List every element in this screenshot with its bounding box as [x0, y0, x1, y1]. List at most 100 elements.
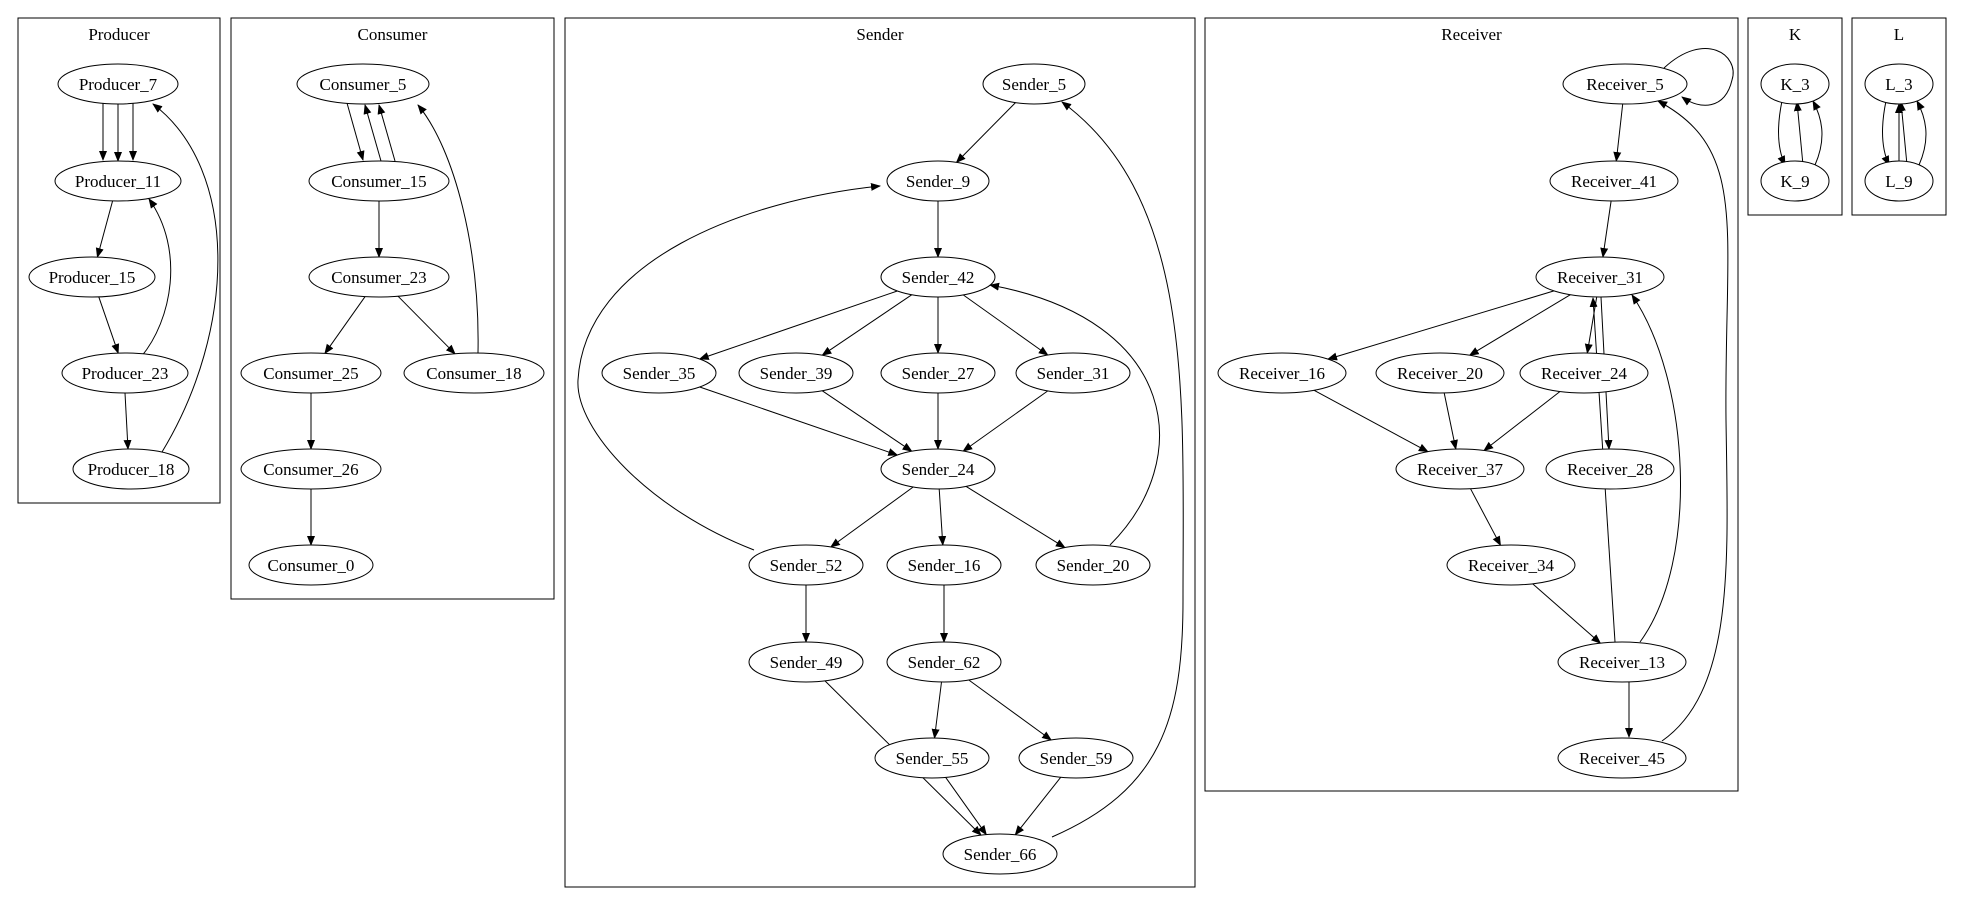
edge-r34-to-r13	[1532, 583, 1602, 644]
node-s59: Sender_59	[1018, 737, 1134, 779]
cluster-label-k: K	[1789, 25, 1802, 44]
node-c26: Consumer_26	[240, 448, 382, 490]
cluster-k: K	[1747, 17, 1843, 216]
node-p11: Producer_11	[54, 160, 182, 202]
cluster-box-producer	[17, 17, 221, 504]
node-ellipse-r37	[1395, 448, 1525, 490]
node-ellipse-r31	[1535, 256, 1665, 298]
node-ellipse-c25	[240, 352, 382, 394]
node-p7: Producer_7	[57, 63, 179, 105]
node-r20: Receiver_20	[1375, 352, 1505, 394]
node-label-s35: Sender_35	[623, 364, 696, 383]
node-ellipse-s55	[874, 737, 990, 779]
edge-r28-to-r13	[1631, 294, 1681, 643]
edge-s24-to-s20	[965, 485, 1066, 549]
node-c15: Consumer_15	[308, 160, 450, 202]
node-label-s66: Sender_66	[964, 845, 1037, 864]
node-ellipse-p11	[54, 160, 182, 202]
node-c25: Consumer_25	[240, 352, 382, 394]
node-ellipse-c26	[240, 448, 382, 490]
node-s66: Sender_66	[942, 833, 1058, 875]
edge-s59-to-s66	[1014, 776, 1062, 836]
node-s49: Sender_49	[748, 641, 864, 683]
edge-c15-to-c5	[377, 104, 396, 162]
node-label-r16: Receiver_16	[1239, 364, 1325, 383]
edge-c5-to-c15	[346, 102, 365, 161]
edge-r37-to-r34	[1470, 488, 1501, 547]
node-ellipse-k9	[1760, 160, 1830, 202]
node-s16: Sender_16	[886, 544, 1002, 586]
edge-s42-to-s35	[698, 290, 898, 360]
node-ellipse-p15	[28, 256, 156, 298]
node-s39: Sender_39	[738, 352, 854, 394]
cluster-receiver: Receiver	[1204, 17, 1739, 792]
cluster-sender: Sender	[564, 17, 1196, 888]
node-ellipse-r16	[1217, 352, 1347, 394]
node-ellipse-s52	[748, 544, 864, 586]
edge-s5-to-s9	[955, 102, 1016, 164]
node-label-s31: Sender_31	[1037, 364, 1110, 383]
node-ellipse-r34	[1446, 544, 1576, 586]
edge-s35-to-s24	[699, 386, 899, 456]
edge-r45-to-r5	[1777, 100, 1786, 166]
cluster-box-sender	[564, 17, 1196, 888]
node-label-s24: Sender_24	[902, 460, 975, 479]
node-ellipse-c18	[403, 352, 545, 394]
node-label-s49: Sender_49	[770, 653, 843, 672]
node-ellipse-l3	[1864, 63, 1934, 105]
edge-p23-to-p18	[123, 392, 132, 450]
node-label-c25: Consumer_25	[263, 364, 358, 383]
cluster-label-l: L	[1894, 25, 1904, 44]
node-ellipse-l9	[1864, 160, 1934, 202]
node-ellipse-p7	[57, 63, 179, 105]
cluster-label-receiver: Receiver	[1441, 25, 1502, 44]
node-label-p18: Producer_18	[88, 460, 175, 479]
node-label-p23: Producer_23	[82, 364, 169, 383]
edge-s52-to-s9	[577, 182, 881, 551]
node-s24: Sender_24	[880, 448, 996, 490]
node-ellipse-c0	[248, 544, 374, 586]
node-r5: Receiver_5	[1562, 63, 1688, 105]
node-r13: Receiver_13	[1557, 641, 1687, 683]
edge-s66-to-s5	[1051, 101, 1184, 838]
edge-s42-to-s31	[962, 294, 1049, 356]
node-label-s27: Sender_27	[902, 364, 975, 383]
edge-c15-to-c5	[363, 104, 382, 162]
node-label-s39: Sender_39	[760, 364, 833, 383]
node-ellipse-p18	[72, 448, 190, 490]
edge-p15-to-p23	[98, 296, 120, 355]
edge-s62-to-s55	[931, 681, 942, 739]
node-p23: Producer_23	[61, 352, 189, 394]
node-s35: Sender_35	[601, 352, 717, 394]
node-p15: Producer_15	[28, 256, 156, 298]
node-k9: K_9	[1760, 160, 1830, 202]
cluster-label-consumer: Consumer	[358, 25, 428, 44]
cluster-producer: Producer	[17, 17, 221, 504]
cluster-box-k	[1747, 17, 1843, 216]
node-ellipse-r45	[1557, 737, 1687, 779]
node-ellipse-c15	[308, 160, 450, 202]
node-ellipse-s42	[880, 256, 996, 298]
edge-p23-to-p11	[140, 198, 172, 358]
node-r24: Receiver_24	[1519, 352, 1649, 394]
node-label-c15: Consumer_15	[331, 172, 426, 191]
node-ellipse-s39	[738, 352, 854, 394]
node-label-r34: Receiver_34	[1468, 556, 1554, 575]
node-label-r24: Receiver_24	[1541, 364, 1627, 383]
node-ellipse-s31	[1015, 352, 1131, 394]
node-ellipse-r24	[1519, 352, 1649, 394]
node-label-r41: Receiver_41	[1571, 172, 1657, 191]
node-r45: Receiver_45	[1557, 737, 1687, 779]
node-ellipse-s9	[886, 160, 990, 202]
cluster-box-receiver	[1204, 17, 1739, 792]
node-ellipse-r28	[1545, 448, 1675, 490]
node-s20: Sender_20	[1035, 544, 1151, 586]
edge-s20-to-s42	[989, 282, 1160, 546]
node-ellipse-s20	[1035, 544, 1151, 586]
node-label-r13: Receiver_13	[1579, 653, 1665, 672]
cluster-box-consumer	[230, 17, 555, 600]
edge-r16-to-r37	[1313, 389, 1429, 453]
node-s5: Sender_5	[982, 63, 1086, 105]
edge-s55-to-s66	[945, 777, 987, 836]
cluster-consumer: Consumer	[230, 17, 555, 600]
